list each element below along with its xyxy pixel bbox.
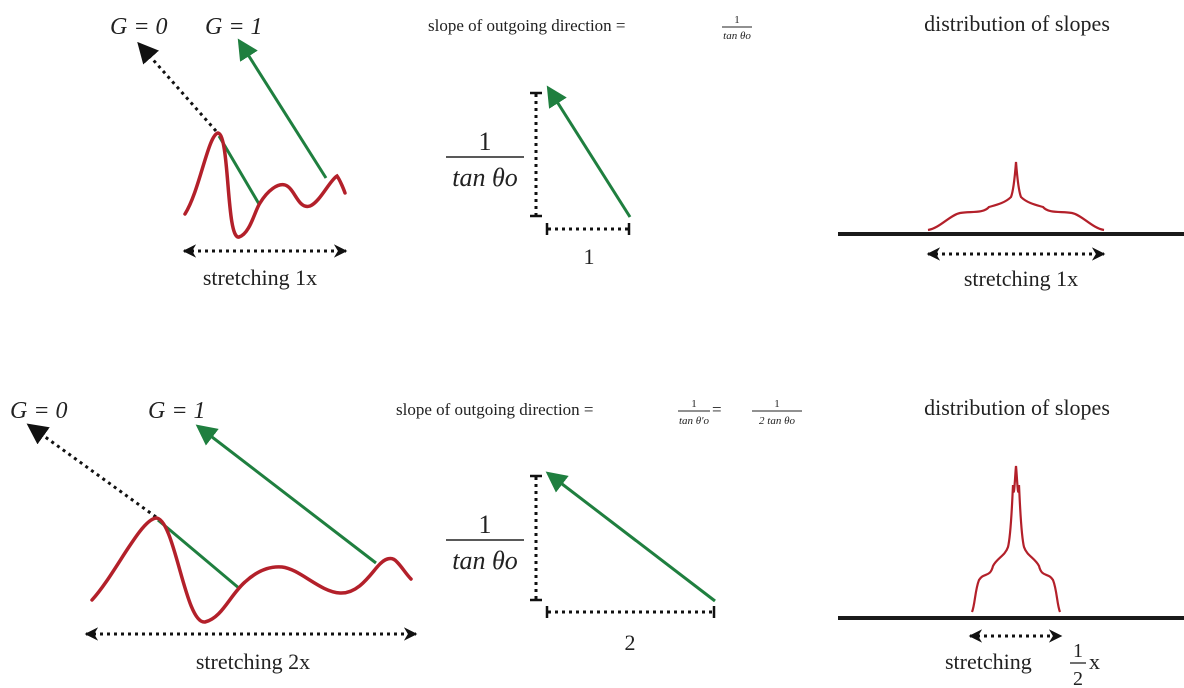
top-rise-den: tan θo [452,163,518,192]
top-slope-frac-den: tan θo [723,30,751,42]
top-slope-distribution-curve [927,161,1105,232]
top-visible-ray [237,38,328,179]
bottom-dist-stretch-word: stretching [945,649,1032,674]
bottom-dist-title: distribution of slopes [924,395,1110,420]
bottom-slope-caption: slope of outgoing direction = [396,400,594,419]
bottom-run-label: 2 [625,630,636,655]
top-distribution-panel: distribution of slopes stretching 1x [838,11,1184,291]
bottom-dist-stretch-den: 2 [1073,668,1083,688]
bottom-rough-surface-curve [90,516,413,624]
top-row: G = 0 G = 1 stretching 1x slope of outgo… [110,11,1184,291]
top-g0-label: G = 0 [110,14,168,40]
bottom-dist-stretch-x: x [1089,649,1100,674]
top-rise-num: 1 [479,127,492,156]
top-slope-caption: slope of outgoing direction = [428,16,626,35]
bottom-slope-frac2-num: 1 [774,398,780,410]
bottom-slope-equals: = [712,400,722,419]
top-stretch-label: stretching 1x [203,265,317,290]
top-slope-panel: slope of outgoing direction = 1 tan θo 1… [428,14,752,269]
top-blocked-ray [137,41,218,132]
top-slope-frac-num: 1 [734,14,740,26]
bottom-slope-frac1-den: tan θ′o [679,415,710,427]
bottom-slope-frac1-num: 1 [691,398,697,410]
bottom-surface-panel: G = 0 G = 1 stretching 2x [10,398,418,674]
top-g1-label: G = 1 [205,14,263,40]
bottom-rise-den: tan θo [452,546,518,575]
top-dist-stretch-label: stretching 1x [964,266,1078,291]
top-dist-title: distribution of slopes [924,11,1110,36]
bottom-distribution-panel: distribution of slopes stretching 1 2 x [838,395,1184,688]
bottom-g1-label: G = 1 [148,398,206,424]
bottom-row: G = 0 G = 1 stretching 2x slope of outgo… [10,395,1184,688]
bottom-visible-ray [195,424,377,565]
top-rough-surface-curve [183,131,347,239]
top-surface-panel: G = 0 G = 1 stretching 1x [110,14,348,290]
top-outgoing-direction-arrow [546,85,632,218]
bottom-shadowed-ray-segment [157,518,241,591]
bottom-outgoing-direction-arrow [545,471,716,603]
bottom-slope-panel: slope of outgoing direction = 1 tan θ′o … [396,398,802,655]
bottom-stretch-label: stretching 2x [196,649,310,674]
bottom-g0-label: G = 0 [10,398,68,424]
bottom-slope-distribution-curve [970,465,1062,613]
bottom-slope-frac2-den: 2 tan θo [759,415,795,427]
bottom-rise-num: 1 [479,510,492,539]
bottom-blocked-ray [26,423,157,519]
bottom-dist-stretch-num: 1 [1073,640,1083,662]
top-run-label: 1 [584,244,595,269]
